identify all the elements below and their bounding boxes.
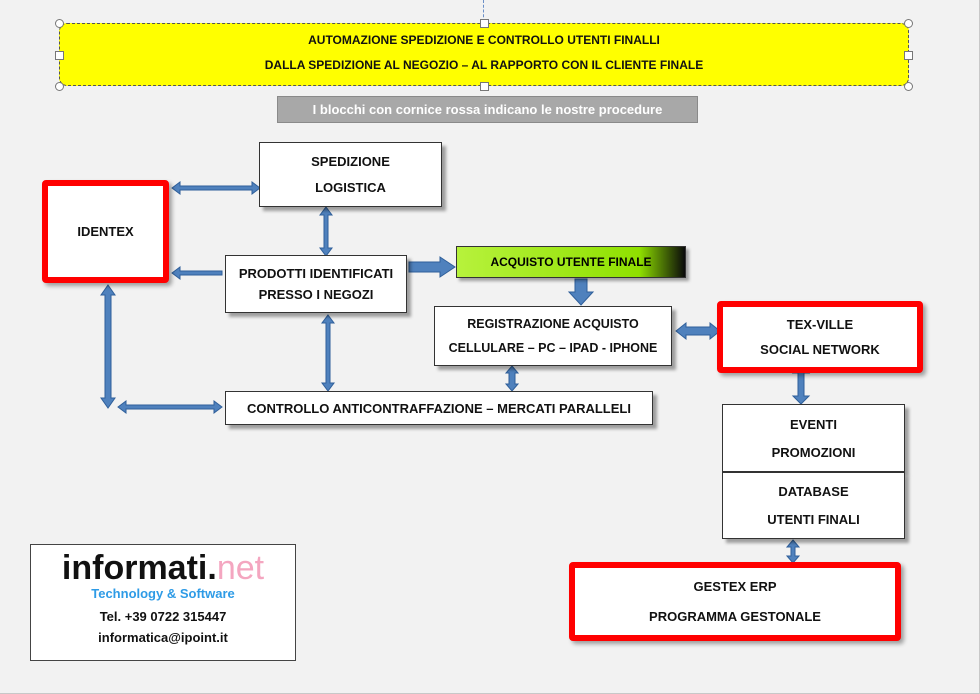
node-spedizione-line2: LOGISTICA: [315, 179, 386, 195]
arrow-registrazione-controllo: [504, 365, 520, 392]
node-controllo-label: CONTROLLO ANTICONTRAFFAZIONE – MERCATI P…: [247, 400, 631, 416]
company-logo-card: informati.net Technology & Software Tel.…: [30, 544, 296, 661]
logo-phone: Tel. +39 0722 315447: [99, 609, 227, 624]
arrow-identex-spedizione: [171, 181, 261, 195]
node-gestex-line1: GESTEX ERP: [693, 579, 777, 595]
node-registrazione-line2: CELLULARE – PC – IPAD - IPHONE: [448, 341, 658, 355]
arrow-prodotti-controllo: [321, 314, 335, 392]
node-spedizione-line1: SPEDIZIONE: [311, 154, 390, 170]
title-banner[interactable]: AUTOMAZIONE SPEDIZIONE E CONTROLLO UTENT…: [59, 23, 909, 86]
node-registrazione-line1: REGISTRAZIONE ACQUISTO: [467, 317, 639, 331]
node-acquisto-label: ACQUISTO UTENTE FINALE: [490, 255, 652, 269]
resize-handle-bottom-center[interactable]: [480, 82, 489, 91]
node-eventi[interactable]: EVENTI PROMOZIONI: [722, 404, 905, 472]
guide-line: [483, 0, 484, 22]
banner-line-1: AUTOMAZIONE SPEDIZIONE E CONTROLLO UTENT…: [308, 33, 660, 48]
resize-handle-top-right[interactable]: [904, 19, 913, 28]
legend-caption: I blocchi con cornice rossa indicano le …: [277, 96, 698, 123]
arrow-database-gestex: [785, 539, 801, 564]
logo-tagline: Technology & Software: [91, 586, 235, 601]
logo-word-accent: net: [216, 549, 265, 587]
resize-handle-middle-left[interactable]: [55, 51, 64, 60]
node-gestex[interactable]: GESTEX ERP PROGRAMMA GESTONALE: [569, 562, 901, 641]
logo-email: informatica@ipoint.it: [98, 630, 228, 645]
node-prodotti-line2: PRESSO I NEGOZI: [258, 287, 374, 302]
resize-handle-middle-right[interactable]: [904, 51, 913, 60]
resize-handle-bottom-left[interactable]: [55, 82, 64, 91]
arrow-identex-controllo: [117, 400, 223, 414]
node-texville[interactable]: TEX-VILLE SOCIAL NETWORK: [717, 301, 923, 373]
node-eventi-line2: PROMOZIONI: [771, 444, 856, 460]
arrow-registrazione-texville: [675, 321, 721, 341]
arrow-acquisto-registrazione: [567, 278, 595, 306]
node-database[interactable]: DATABASE UTENTI FINALI: [722, 472, 905, 539]
node-identex[interactable]: IDENTEX: [42, 180, 169, 283]
node-controllo[interactable]: CONTROLLO ANTICONTRAFFAZIONE – MERCATI P…: [225, 391, 653, 425]
arrow-prodotti-acquisto: [408, 256, 456, 278]
node-database-line1: DATABASE: [778, 484, 849, 500]
node-texville-line1: TEX-VILLE: [786, 317, 854, 332]
node-prodotti[interactable]: PRODOTTI IDENTIFICATI PRESSO I NEGOZI: [225, 255, 407, 313]
resize-handle-top-center[interactable]: [480, 19, 489, 28]
node-spedizione[interactable]: SPEDIZIONE LOGISTICA: [259, 142, 442, 207]
company-logo-wordmark: informati.net: [62, 549, 264, 588]
arrow-identex-down: [100, 284, 116, 409]
banner-line-2: DALLA SPEDIZIONE AL NEGOZIO – AL RAPPORT…: [264, 57, 704, 72]
node-registrazione[interactable]: REGISTRAZIONE ACQUISTO CELLULARE – PC – …: [434, 306, 672, 366]
arrow-spedizione-prodotti: [319, 206, 333, 257]
resize-handle-top-left[interactable]: [55, 19, 64, 28]
node-gestex-line2: PROGRAMMA GESTONALE: [649, 608, 821, 624]
node-texville-line2: SOCIAL NETWORK: [760, 342, 880, 357]
node-database-line2: UTENTI FINALI: [767, 511, 860, 527]
logo-word-main: informati.: [61, 549, 217, 587]
node-eventi-line1: EVENTI: [790, 416, 837, 432]
arrow-prodotti-identex: [171, 266, 223, 280]
node-acquisto[interactable]: ACQUISTO UTENTE FINALE: [456, 246, 686, 278]
node-identex-label: IDENTEX: [77, 224, 134, 239]
resize-handle-bottom-right[interactable]: [904, 82, 913, 91]
node-prodotti-line1: PRODOTTI IDENTIFICATI: [238, 266, 394, 281]
